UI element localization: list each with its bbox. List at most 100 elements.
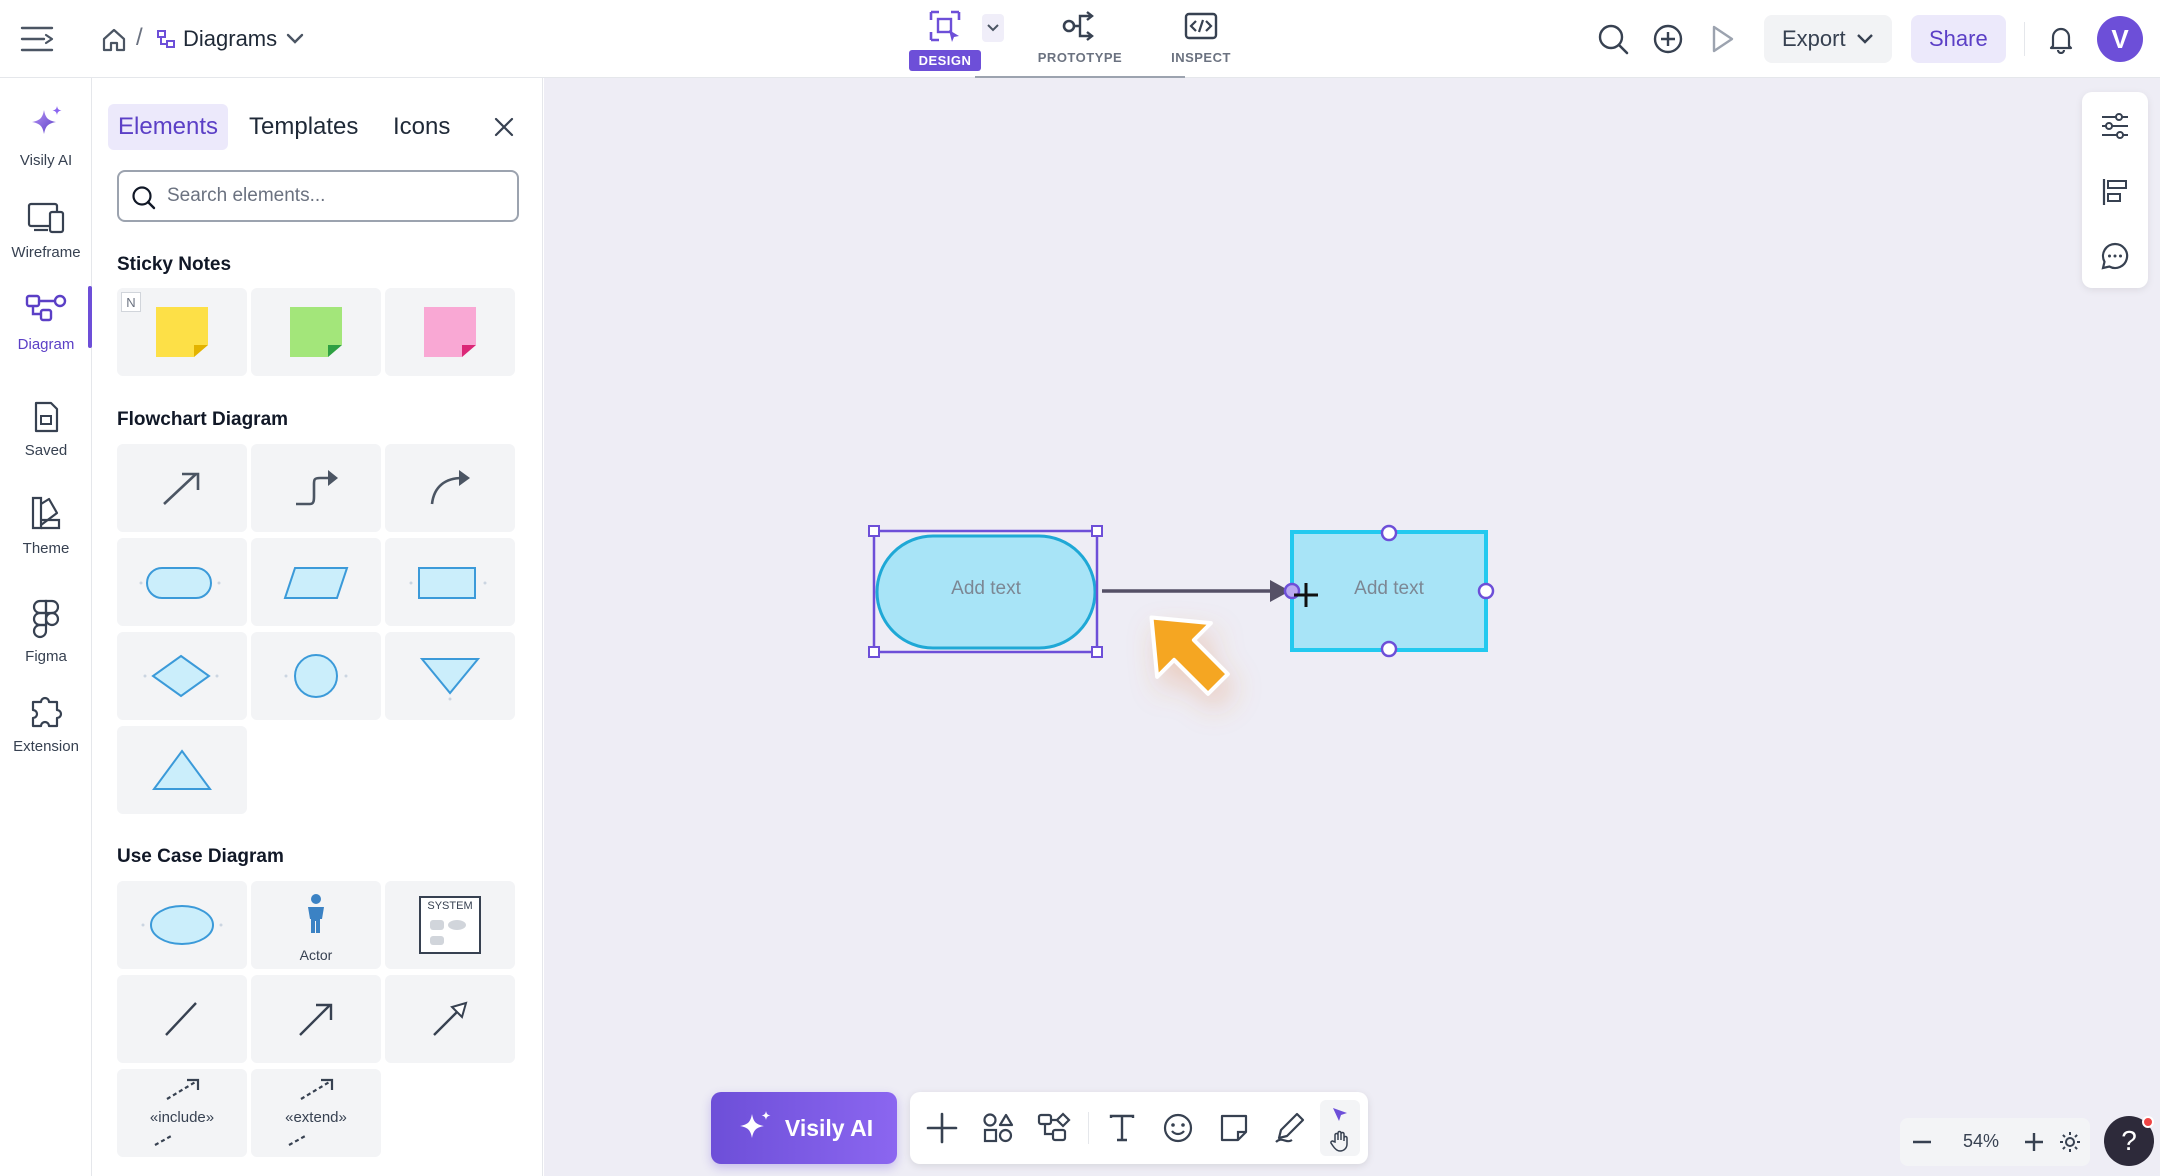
tab-templates[interactable]: Templates — [249, 113, 359, 140]
emoji-icon[interactable] — [1156, 1106, 1200, 1150]
rail-item-saved[interactable]: Saved — [0, 400, 92, 459]
rail-item-extension[interactable]: Extension — [0, 692, 92, 755]
cursor-icon[interactable] — [1328, 1104, 1352, 1126]
connection-point[interactable] — [1380, 640, 1398, 658]
flowchart-extract[interactable] — [117, 726, 247, 814]
rail-item-figma[interactable]: Figma — [0, 598, 92, 665]
resize-handle[interactable] — [868, 646, 880, 658]
design-dropdown-chevron-icon[interactable] — [982, 14, 1004, 42]
usecase-generalization[interactable] — [385, 975, 515, 1063]
section-title-sticky-notes: Sticky Notes — [117, 254, 232, 275]
rail-item-wireframe[interactable]: Wireframe — [0, 200, 92, 261]
pen-icon[interactable] — [1268, 1106, 1312, 1150]
rail-label: Saved — [24, 442, 68, 459]
elbow-arrow-icon — [296, 470, 338, 506]
zoom-out-icon[interactable] — [1906, 1126, 1938, 1158]
sticky-note-icon — [156, 307, 208, 357]
system-boundary-icon: SYSTEM — [419, 896, 481, 954]
usecase-actor[interactable]: Actor — [251, 881, 381, 969]
bell-icon[interactable] — [2044, 22, 2078, 56]
export-button[interactable]: Export — [1764, 15, 1892, 63]
selection-box — [868, 525, 1103, 658]
connection-point[interactable] — [1380, 524, 1398, 542]
resize-handle[interactable] — [1091, 525, 1103, 537]
resize-handle[interactable] — [1091, 646, 1103, 658]
usecase-include[interactable]: «include» — [117, 1069, 247, 1157]
tab-icons[interactable]: Icons — [393, 113, 451, 140]
adjustments-icon[interactable] — [2099, 110, 2131, 142]
shape-text[interactable]: Add text — [1354, 578, 1424, 599]
tab-design[interactable]: DESIGN — [885, 8, 1005, 71]
usecase-directed-association[interactable] — [251, 975, 381, 1063]
menu-icon[interactable] — [18, 20, 58, 58]
usecase-association-line[interactable] — [117, 975, 247, 1063]
layers-icon[interactable] — [2099, 176, 2131, 208]
share-button[interactable]: Share — [1911, 15, 2006, 63]
canvas[interactable]: Add text Add text Visily AI — [544, 78, 2160, 1176]
search-icon[interactable] — [1595, 21, 1631, 57]
flowchart-elbow-arrow[interactable] — [251, 444, 381, 532]
tab-prototype[interactable]: PROTOTYPE — [1020, 8, 1140, 65]
flowchart-process[interactable] — [385, 538, 515, 626]
crosshair-cursor-icon — [1294, 583, 1318, 607]
sticky-note-yellow[interactable]: N — [117, 288, 247, 376]
section-title-use-case: Use Case Diagram — [117, 846, 284, 867]
flowchart-terminator[interactable] — [117, 538, 247, 626]
usecase-extend[interactable]: «extend» — [251, 1069, 381, 1157]
code-icon — [1184, 12, 1218, 40]
usecase-ellipse[interactable] — [117, 881, 247, 969]
flowchart-decision[interactable] — [117, 632, 247, 720]
rail-item-diagram[interactable]: Diagram — [0, 292, 92, 353]
add-icon[interactable] — [920, 1106, 964, 1150]
sticky-note-pink[interactable] — [385, 288, 515, 376]
close-icon[interactable] — [489, 112, 519, 142]
connector-arrow[interactable] — [1102, 580, 1290, 602]
text-icon[interactable] — [1100, 1106, 1144, 1150]
rounded-rectangle-icon — [139, 567, 221, 599]
play-icon[interactable] — [1704, 21, 1740, 57]
shape-text[interactable]: Add text — [951, 578, 1021, 599]
saved-icon — [34, 401, 59, 433]
diagram-layer — [868, 524, 1495, 696]
toolbar-divider — [1088, 1112, 1089, 1144]
flowchart-icon[interactable] — [1032, 1106, 1076, 1150]
zoom-in-icon[interactable] — [2018, 1126, 2050, 1158]
rail-item-visily-ai[interactable]: Visily AI — [0, 104, 92, 169]
flowchart-curved-arrow[interactable] — [385, 444, 515, 532]
flowchart-merge[interactable] — [385, 632, 515, 720]
connection-point[interactable] — [1477, 582, 1495, 600]
right-tools-panel — [2082, 92, 2148, 288]
search-input[interactable]: Search elements... — [117, 170, 519, 222]
avatar[interactable]: V — [2097, 16, 2143, 62]
flowchart-parallelogram[interactable] — [251, 538, 381, 626]
tab-inspect[interactable]: INSPECT — [1141, 8, 1261, 65]
flowchart-straight-arrow[interactable] — [117, 444, 247, 532]
comment-icon[interactable] — [2099, 240, 2131, 272]
share-label: Share — [1929, 26, 1988, 51]
visily-ai-button[interactable]: Visily AI — [711, 1092, 897, 1164]
flowchart-circle[interactable] — [251, 632, 381, 720]
hollow-arrow-icon — [433, 1001, 468, 1036]
zoom-level[interactable]: 54% — [1962, 1131, 2000, 1151]
resize-handle[interactable] — [868, 525, 880, 537]
home-icon[interactable] — [98, 24, 130, 56]
terminator-shape[interactable] — [875, 534, 1097, 650]
usecase-system[interactable]: SYSTEM — [385, 881, 515, 969]
devices-icon — [27, 202, 65, 234]
hand-icon[interactable] — [1328, 1130, 1352, 1152]
breadcrumb-current[interactable]: Diagrams — [183, 26, 278, 51]
shapes-icon[interactable] — [976, 1106, 1020, 1150]
rail-active-indicator — [88, 286, 92, 348]
chevron-down-icon[interactable] — [284, 28, 306, 50]
rail-label: Visily AI — [19, 152, 73, 169]
add-circle-icon[interactable] — [1650, 21, 1686, 57]
arrow-icon — [299, 1003, 333, 1036]
tab-elements[interactable]: Elements — [108, 104, 229, 150]
process-shape[interactable] — [1283, 524, 1495, 658]
sticky-note-green[interactable] — [251, 288, 381, 376]
straight-arrow-icon — [163, 472, 200, 505]
sticky-note-icon[interactable] — [1212, 1106, 1256, 1150]
rail-item-theme[interactable]: Theme — [0, 494, 92, 557]
dashed-arrow-icon — [300, 1078, 334, 1100]
settings-icon[interactable] — [2054, 1126, 2086, 1158]
